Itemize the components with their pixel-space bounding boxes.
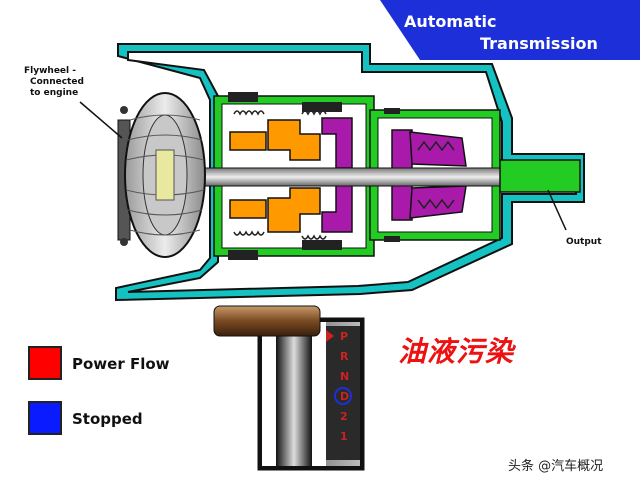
flywheel-label-line2: Connected bbox=[30, 77, 84, 87]
flywheel bbox=[117, 92, 206, 258]
flywheel-label-line3: to engine bbox=[30, 88, 78, 98]
title-line2: Transmission bbox=[480, 34, 598, 53]
watermark: 头条 @汽车概况 bbox=[508, 459, 604, 474]
gear-position-N: N bbox=[340, 370, 349, 383]
gear-position-2: 2 bbox=[340, 410, 348, 423]
legend-label-stopped: Stopped bbox=[72, 410, 143, 428]
gear-position-P: P bbox=[340, 330, 348, 343]
gear-position-D: D bbox=[340, 390, 349, 403]
legend-swatch-stopped bbox=[28, 401, 62, 435]
gear-pointer-icon bbox=[326, 330, 334, 342]
chinese-caption: 油液污染 bbox=[398, 335, 515, 368]
title-banner: Automatic Transmission bbox=[380, 0, 640, 60]
main-shaft bbox=[199, 159, 581, 193]
gear-position-R: R bbox=[340, 350, 349, 363]
title-line1: Automatic bbox=[404, 12, 497, 31]
clutch-packs bbox=[228, 92, 400, 260]
gear-position-labels: P R N D 2 1 bbox=[340, 330, 349, 443]
gear-position-1: 1 bbox=[340, 430, 348, 443]
orange-planetary bbox=[229, 119, 321, 233]
legend-label-power-flow: Power Flow bbox=[72, 355, 170, 373]
legend-swatch-power-flow bbox=[28, 346, 62, 380]
clutch-springs bbox=[233, 110, 455, 240]
output-label: Output bbox=[566, 237, 602, 247]
pointer-lines bbox=[79, 101, 567, 231]
flywheel-label-line1: Flywheel - bbox=[24, 66, 76, 76]
gear-selector bbox=[213, 305, 365, 471]
gear-indicator-ring bbox=[334, 387, 352, 405]
